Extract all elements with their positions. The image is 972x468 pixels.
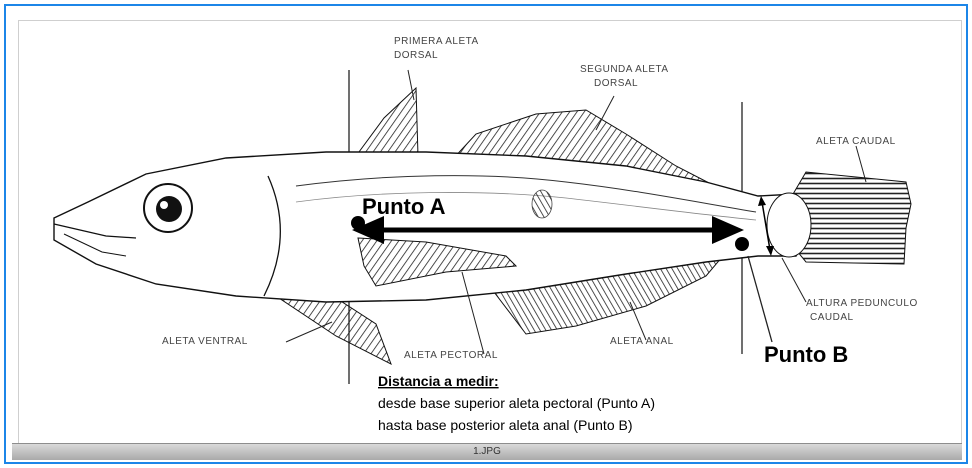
label-second-dorsal-line2: DORSAL xyxy=(594,78,638,89)
label-punto-b: Punto B xyxy=(764,342,848,367)
image-viewer-frame: PRIMERA ALETA DORSAL SEGUNDA ALETA DORSA… xyxy=(4,4,968,464)
caption-line-2: hasta base posterior aleta anal (Punto B… xyxy=(378,417,633,433)
label-punto-a: Punto A xyxy=(362,194,446,219)
caption-line-1: desde base superior aleta pectoral (Punt… xyxy=(378,395,655,411)
label-anal-fin: ALETA ANAL xyxy=(610,336,674,347)
label-first-dorsal-line1: PRIMERA ALETA xyxy=(394,36,479,47)
label-peduncle-height-line2: CAUDAL xyxy=(810,312,854,323)
label-ventral-fin: ALETA VENTRAL xyxy=(162,336,248,347)
label-peduncle-height-line1: ALTURA PEDUNCULO xyxy=(806,298,918,309)
label-second-dorsal-line1: SEGUNDA ALETA xyxy=(580,64,669,75)
fish-diagram: PRIMERA ALETA DORSAL SEGUNDA ALETA DORSA… xyxy=(6,6,970,466)
caption-title: Distancia a medir: xyxy=(378,373,499,389)
ventral-fin xyxy=(276,296,391,364)
label-first-dorsal-line2: DORSAL xyxy=(394,50,438,61)
status-bar: 1.JPG xyxy=(12,443,962,460)
status-filename: 1.JPG xyxy=(473,446,501,457)
first-dorsal-fin xyxy=(356,88,418,156)
caudal-peduncle xyxy=(767,193,811,257)
label-pectoral-fin: ALETA PECTORAL xyxy=(404,350,498,361)
point-b-marker xyxy=(735,237,749,251)
label-caudal-fin: ALETA CAUDAL xyxy=(816,136,896,147)
